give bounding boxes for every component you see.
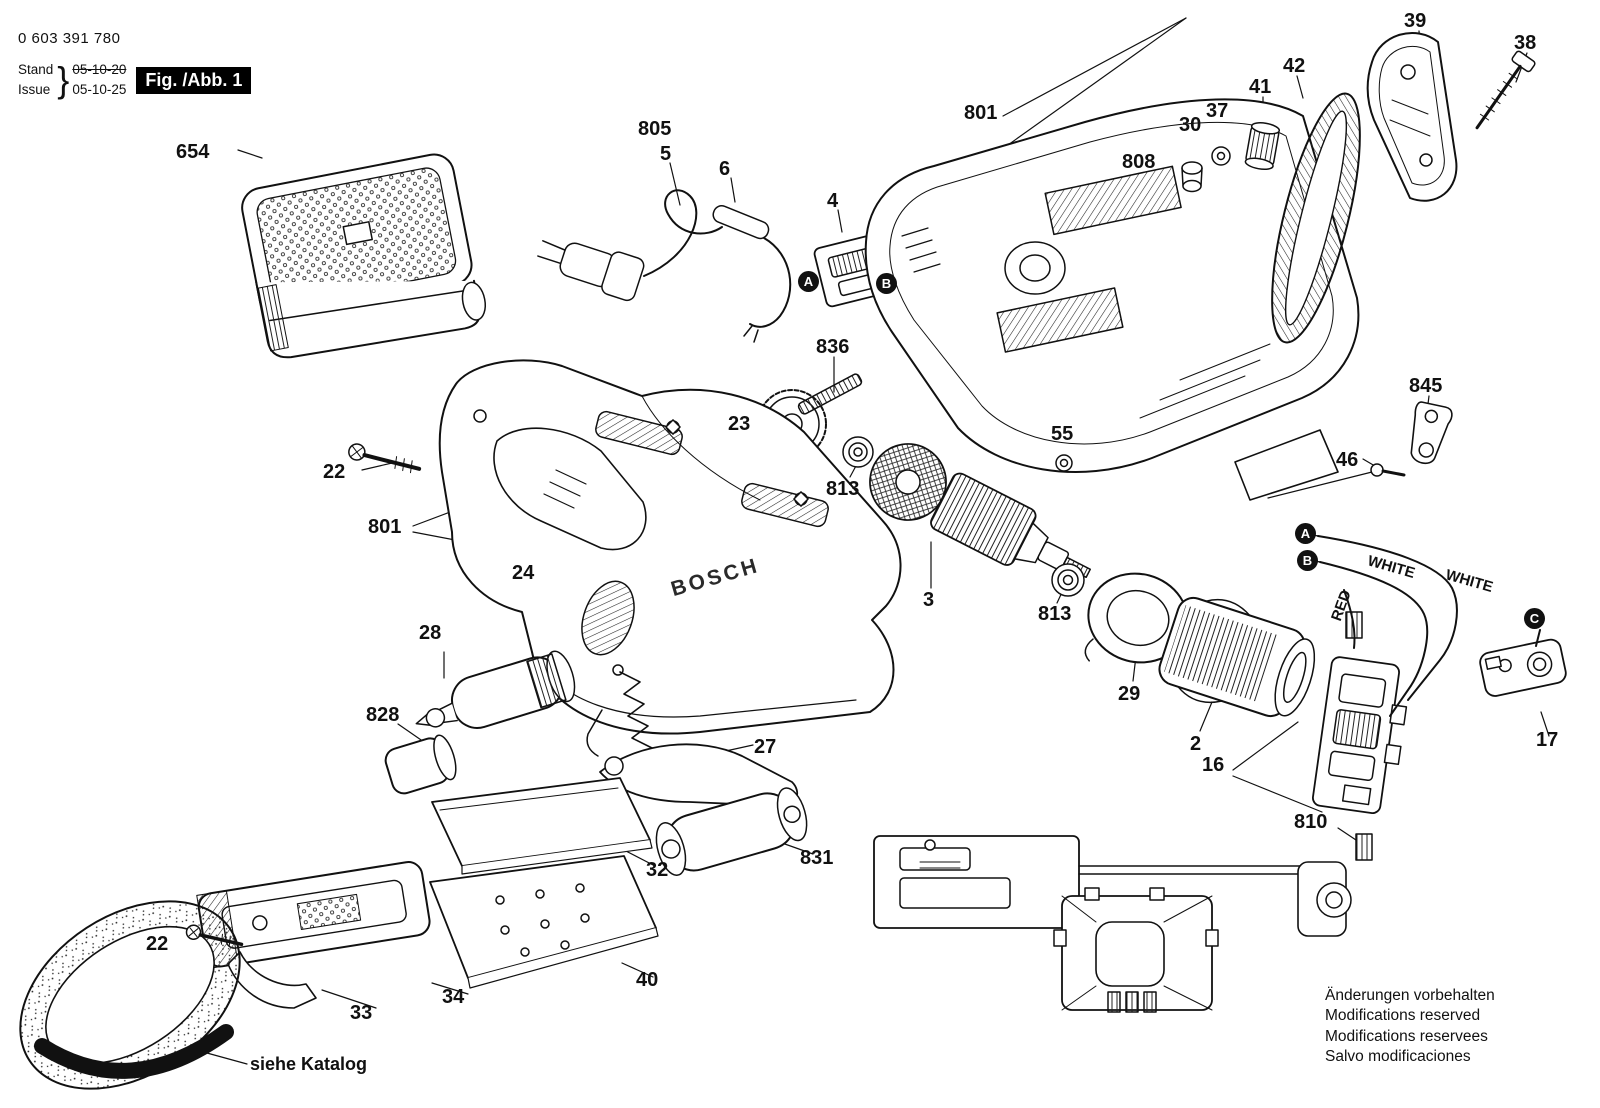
callout-29: 29: [1118, 683, 1141, 705]
internal-assembly: [873, 835, 1352, 1013]
nut-55: [1055, 454, 1073, 472]
header: 0 603 391 780 Stand Issue } 05-10-20 05-…: [18, 30, 252, 101]
callout-24: 24: [512, 562, 535, 584]
tension-lever: [586, 709, 799, 807]
callout-23: 23: [728, 413, 751, 435]
callout-5: 5: [660, 143, 672, 165]
marker-b-switch: B: [876, 273, 897, 294]
callout-42: 42: [1283, 55, 1306, 77]
callout-654: 654: [176, 141, 210, 163]
callout-3: 3: [923, 589, 935, 611]
callout-845: 845: [1409, 375, 1443, 397]
callout-41: 41: [1249, 76, 1272, 98]
drive-belt-42: [1271, 92, 1361, 344]
upper-housing-801: [864, 98, 1360, 501]
footer-notes: Änderungen vorbehalten Modifications res…: [1325, 986, 1495, 1068]
roller-828: [384, 734, 457, 795]
footer-note-en: Modifications reserved: [1325, 1007, 1481, 1025]
brush-holder-16: [1312, 656, 1408, 815]
issue-brace: }: [57, 59, 70, 100]
callout-46: 46: [1336, 449, 1359, 471]
front-roller-831: [655, 787, 808, 876]
callout-38: 38: [1514, 32, 1537, 54]
issue-block: Stand Issue } 05-10-20 05-10-25 Fig. /Ab…: [18, 59, 252, 101]
issue-value: 05-10-25: [72, 82, 127, 97]
callout-22-bottom: 22: [146, 933, 169, 955]
switch-plate-17: [1479, 638, 1567, 697]
callout-40: 40: [636, 969, 659, 991]
stand-value: 05-10-20: [72, 61, 127, 77]
callout-810: 810: [1294, 811, 1328, 833]
brush-810-lower: [1355, 833, 1373, 861]
callout-801-upper: 801: [964, 102, 998, 124]
power-cord-5: [537, 189, 792, 343]
callout-813-front: 813: [826, 478, 860, 500]
stand-label: Stand: [18, 61, 54, 77]
screw-22-top: [348, 443, 422, 474]
catalog-note: siehe Katalog: [250, 1054, 368, 1074]
spacer-30: [1181, 161, 1203, 193]
footer-note-de: Änderungen vorbehalten: [1325, 987, 1495, 1004]
screw-46: [1370, 463, 1406, 477]
figure-label: Fig. /Abb. 1: [136, 66, 252, 94]
callout-2: 2: [1190, 733, 1202, 755]
callout-16: 16: [1202, 754, 1225, 776]
footer-note-es: Salvo modificaciones: [1325, 1048, 1471, 1066]
callout-828: 828: [366, 704, 400, 726]
pulley-41: [1244, 122, 1281, 170]
doc-number: 0 603 391 780: [18, 30, 121, 47]
callout-831: 831: [800, 847, 834, 869]
callout-801-lower: 801: [368, 516, 402, 538]
field-stator-2: [1158, 596, 1316, 718]
issue-label: Issue: [18, 82, 51, 97]
base-plate-40: [429, 855, 659, 989]
bearing-flange-29: [1084, 572, 1189, 664]
dust-box-654: [241, 153, 487, 359]
callout-55: 55: [1051, 423, 1074, 445]
drive-roller-28: [415, 650, 576, 729]
callout-17: 17: [1536, 729, 1559, 751]
callout-34: 34: [442, 986, 465, 1008]
callout-37: 37: [1206, 100, 1229, 122]
lower-housing-801: [438, 359, 902, 735]
cover-plate-39: [1366, 32, 1458, 202]
marker-a-switch: A: [798, 271, 819, 292]
graphite-plate-32: [431, 777, 653, 875]
marker-b-wire: B: [1297, 550, 1318, 571]
sanding-belt: [19, 900, 241, 1090]
marker-c-wire: C: [1524, 608, 1545, 629]
callout-30: 30: [1179, 114, 1202, 136]
callout-805: 805: [638, 118, 672, 140]
callout-6: 6: [719, 158, 731, 180]
callout-33: 33: [350, 1002, 373, 1024]
washer-37: [1211, 146, 1231, 166]
callout-4: 4: [827, 190, 839, 212]
callout-32: 32: [646, 859, 669, 881]
callout-813-rear: 813: [1038, 603, 1072, 625]
callout-808: 808: [1122, 151, 1156, 173]
lever-845: [1410, 401, 1453, 465]
callout-27: 27: [754, 736, 777, 758]
bearing-813-rear: [1051, 563, 1085, 597]
marker-a-wire: A: [1295, 523, 1316, 544]
bearing-813-front: [842, 436, 874, 468]
callout-28: 28: [419, 622, 442, 644]
screw-22-bottom: [185, 924, 244, 947]
screw-38: [1475, 50, 1536, 130]
footer-note-fr: Modifications reservees: [1325, 1027, 1488, 1045]
bracket-33: [227, 951, 317, 1009]
callout-836: 836: [816, 336, 850, 358]
callout-39: 39: [1404, 10, 1427, 32]
callout-22-top: 22: [323, 461, 346, 483]
